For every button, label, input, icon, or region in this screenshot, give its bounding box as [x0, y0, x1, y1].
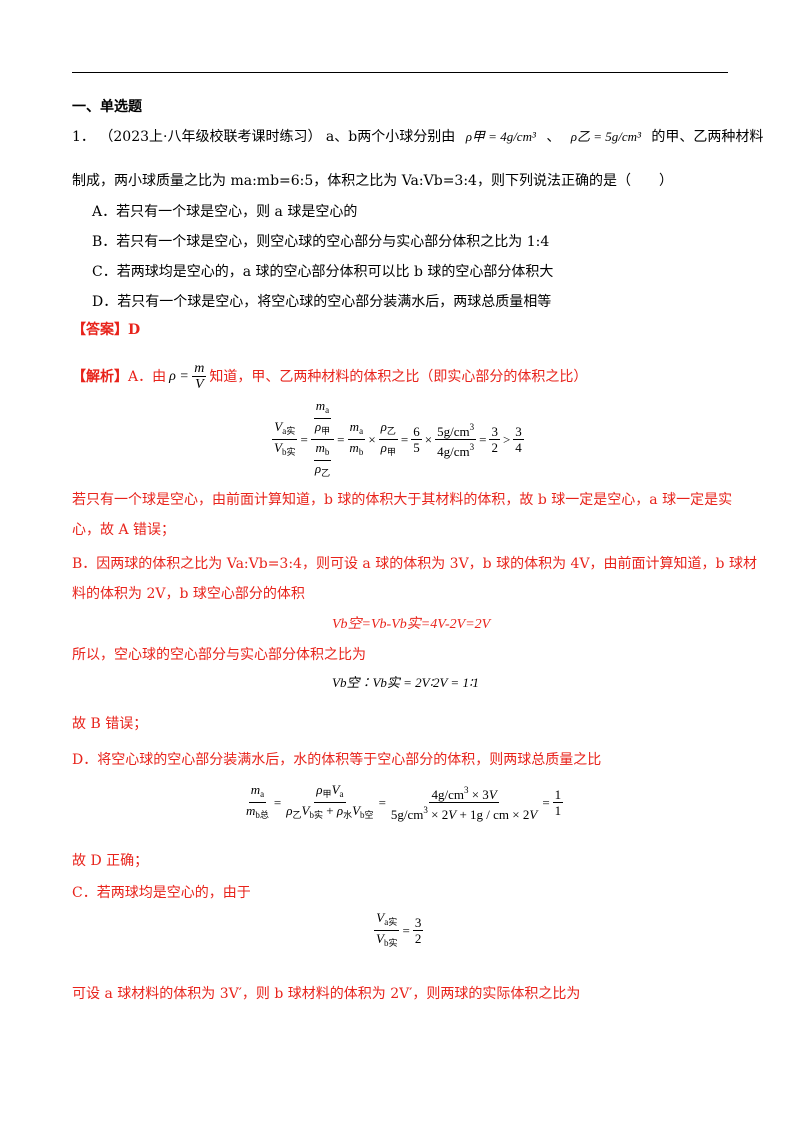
analysis-b-line-2: 料的体积为 2V，b 球空心部分的体积 — [72, 586, 305, 602]
header-rule — [72, 72, 728, 73]
analysis-d-line-1: D．将空心球的空心部分装满水后，水的体积等于空心部分的体积，则两球总质量之比 — [72, 752, 602, 768]
analysis-b-line-1: B．因两球的体积之比为 Va:Vb=3:4，则可设 a 球的体积为 3V，b 球… — [72, 556, 757, 572]
option-a: A．若只有一个球是空心，则 a 球是空心的 — [92, 204, 358, 220]
analysis-c-line-2: 可设 a 球材料的体积为 3V′，则 b 球材料的体积为 2V′，则两球的实际体… — [72, 986, 581, 1002]
rho-jia: ρ甲 = 4g/cm³ — [465, 129, 536, 144]
question-source: （2023上·八年级校联考课时练习） — [99, 129, 322, 145]
analysis-b-ratio: Vb空∶Vb实 = 2V∶2V = 1∶1 — [332, 675, 479, 690]
analysis-b-conclusion: 故 B 错误； — [72, 716, 148, 732]
question-line-1: 1． （2023上·八年级校联考课时练习） a、b两个小球分别由 ρ甲 = 4g… — [72, 129, 764, 145]
analysis-c-line-1: C．若两球均是空心的，由于 — [72, 885, 251, 901]
analysis-a-pre: A．由 — [128, 368, 167, 385]
question-number: 1． — [72, 129, 95, 145]
question-line-2: 制成，两小球质量之比为 ma:mb=6:5，体积之比为 Va:Vb=3:4，则下… — [72, 173, 673, 189]
question-intro-a: a、b两个小球分别由 — [325, 129, 456, 145]
option-c: C．若两球均是空心的，a 球的空心部分体积可以比 b 球的空心部分体积大 — [92, 264, 554, 280]
analysis-d-conclusion: 故 D 正确； — [72, 853, 149, 869]
analysis-a-conclusion-1: 若只有一个球是空心，由前面计算知道，b 球的体积大于其材料的体积，故 b 球一定… — [72, 492, 733, 508]
analysis-b-equation: Vb空=Vb-Vb实=4V-2V=2V — [332, 617, 491, 632]
option-b: B．若只有一个球是空心，则空心球的空心部分与实心部分体积之比为 1:4 — [92, 234, 550, 250]
question-intro-b: 的甲、乙两种材料 — [651, 129, 764, 145]
analysis-b-line-3: 所以，空心球的空心部分与实心部分体积之比为 — [72, 647, 366, 663]
answer-label: 【答案】D — [72, 322, 141, 338]
analysis-label: 【解析】 — [72, 368, 128, 385]
analysis-a-conclusion-2: 心，故 A 错误； — [72, 522, 176, 538]
analysis-a-post: 知道，甲、乙两种材料的体积之比（即实心部分的体积之比） — [209, 368, 588, 385]
rho-yi: ρ乙 = 5g/cm³ — [570, 129, 641, 144]
section-title: 一、单选题 — [72, 99, 142, 115]
option-d: D．若只有一个球是空心，将空心球的空心部分装满水后，两球总质量相等 — [92, 294, 552, 310]
